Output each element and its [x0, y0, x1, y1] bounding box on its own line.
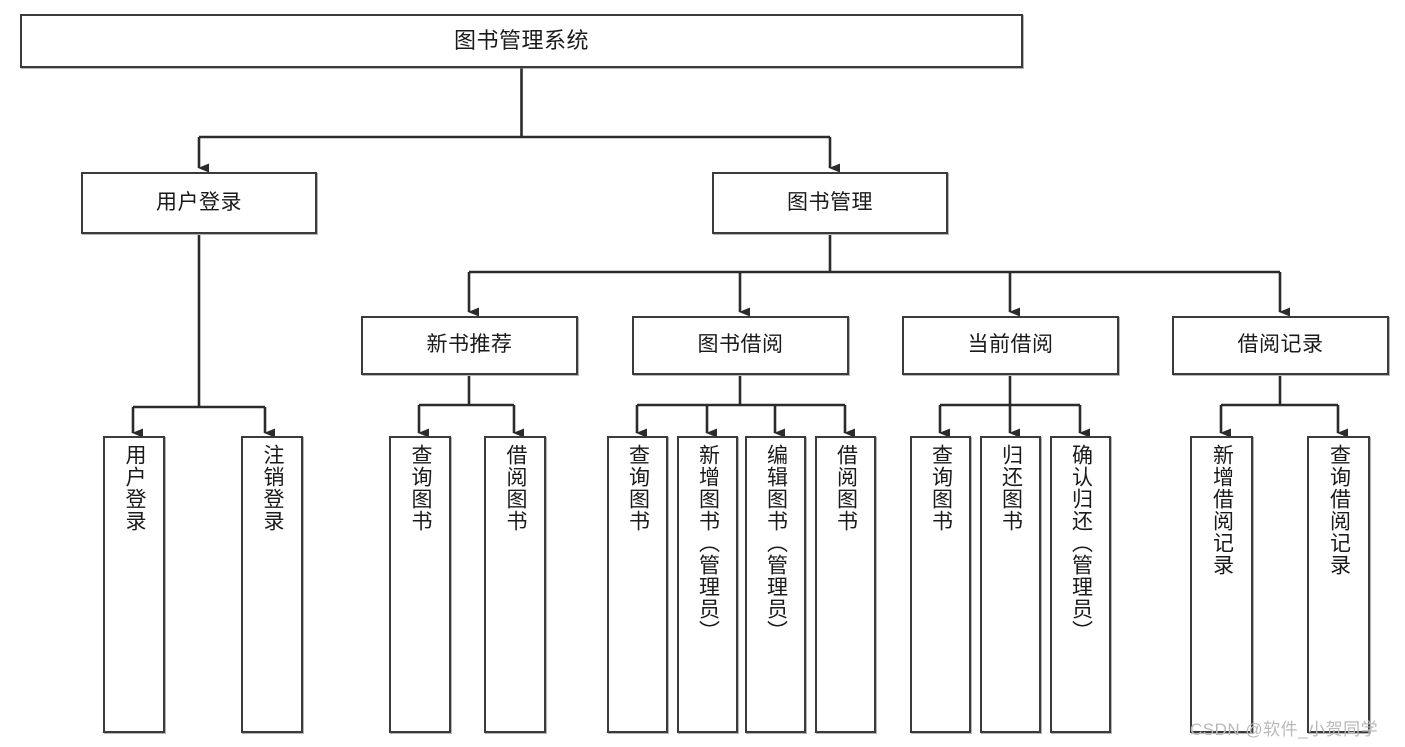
node-user-login[interactable]: 用户登录 [81, 172, 317, 234]
node-current-borrow-label: 当前借阅 [967, 333, 1054, 357]
node-leaf-edit-book-label: 编辑图书（管理员） [764, 444, 788, 642]
node-leaf-add-book-label: 新增图书（管理员） [696, 444, 720, 642]
node-borrow-record-label: 借阅记录 [1237, 333, 1324, 357]
node-leaf-query-book-3-label: 查询图书 [929, 444, 953, 532]
node-leaf-query-book-1[interactable]: 查询图书 [389, 436, 451, 733]
node-new-book-rec-label: 新书推荐 [426, 333, 513, 357]
node-user-login-label: 用户登录 [156, 190, 242, 214]
node-leaf-borrow-book-1-label: 借阅图书 [504, 444, 528, 532]
node-leaf-add-book[interactable]: 新增图书（管理员） [677, 436, 738, 733]
node-book-manage-label: 图书管理 [787, 190, 873, 214]
node-leaf-return-book[interactable]: 归还图书 [980, 436, 1041, 733]
node-leaf-query-book-1-label: 查询图书 [409, 444, 433, 532]
node-borrow-record[interactable]: 借阅记录 [1172, 316, 1389, 375]
node-leaf-query-book-2[interactable]: 查询图书 [607, 436, 668, 733]
node-leaf-borrow-book-2[interactable]: 借阅图书 [815, 436, 876, 733]
node-leaf-edit-book[interactable]: 编辑图书（管理员） [745, 436, 806, 733]
node-leaf-add-record-label: 新增借阅记录 [1210, 444, 1234, 576]
node-leaf-add-record[interactable]: 新增借阅记录 [1190, 436, 1253, 733]
node-root-label: 图书管理系统 [453, 28, 589, 54]
node-leaf-user-login[interactable]: 用户登录 [103, 436, 165, 733]
node-leaf-query-record-label: 查询借阅记录 [1327, 444, 1351, 576]
node-leaf-confirm-return[interactable]: 确认归还（管理员） [1050, 436, 1111, 733]
node-leaf-return-book-label: 归还图书 [999, 444, 1023, 532]
node-root[interactable]: 图书管理系统 [20, 14, 1023, 68]
node-leaf-logout-label: 注销登录 [261, 444, 285, 532]
node-book-manage[interactable]: 图书管理 [712, 172, 948, 234]
node-current-borrow[interactable]: 当前借阅 [902, 316, 1119, 375]
node-leaf-query-book-2-label: 查询图书 [626, 444, 650, 532]
node-book-borrow-label: 图书借阅 [697, 333, 784, 357]
node-new-book-rec[interactable]: 新书推荐 [361, 316, 578, 375]
node-leaf-user-login-label: 用户登录 [123, 444, 147, 532]
node-leaf-confirm-return-label: 确认归还（管理员） [1069, 444, 1093, 642]
node-leaf-query-book-3[interactable]: 查询图书 [910, 436, 971, 733]
node-leaf-borrow-book-2-label: 借阅图书 [834, 444, 858, 532]
node-leaf-borrow-book-1[interactable]: 借阅图书 [484, 436, 546, 733]
node-leaf-logout[interactable]: 注销登录 [241, 436, 303, 733]
node-leaf-query-record[interactable]: 查询借阅记录 [1307, 436, 1370, 733]
node-book-borrow[interactable]: 图书借阅 [632, 316, 849, 375]
csdn-watermark: CSDN @软件_小贺同学 [1190, 720, 1379, 739]
